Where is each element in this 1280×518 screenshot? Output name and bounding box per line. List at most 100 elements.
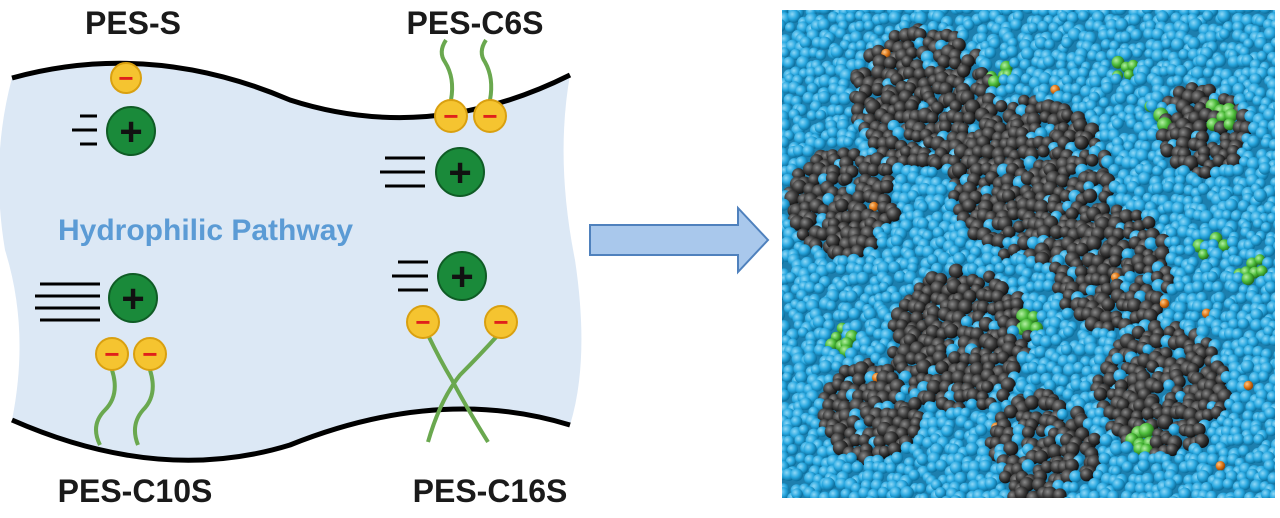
- atom-sphere: [782, 389, 790, 402]
- atom-sphere: [1247, 336, 1259, 348]
- atom-sphere: [1040, 460, 1054, 474]
- motion-lines: [392, 260, 428, 292]
- atom-sphere: [1178, 497, 1184, 498]
- atom-sphere: [1093, 387, 1108, 402]
- atom-sphere: [1172, 75, 1183, 86]
- atom-sphere: [890, 234, 904, 248]
- atom-sphere: [1036, 363, 1049, 375]
- atom-sphere: [782, 351, 791, 364]
- atom-sphere: [1274, 464, 1275, 471]
- atom-sphere: [1079, 497, 1083, 498]
- atom-sphere: [1238, 502, 1250, 514]
- atom-sphere: [1219, 28, 1230, 40]
- atom-sphere: [988, 75, 1002, 89]
- atom-sphere: [1161, 38, 1173, 49]
- atom-sphere: [1027, 22, 1039, 34]
- atom-sphere: [1098, 452, 1111, 465]
- atom-sphere: [1178, 487, 1192, 498]
- atom-sphere: [966, 398, 978, 410]
- atom-sphere: [1065, 207, 1079, 221]
- atom-sphere: [811, 379, 824, 392]
- atom-sphere: [1031, 499, 1042, 510]
- atom-sphere: [1264, 406, 1275, 420]
- atom-sphere: [888, 261, 901, 274]
- atom-sphere: [1173, 301, 1188, 315]
- atom-sphere: [1152, 499, 1163, 510]
- plus-sign: +: [119, 110, 142, 154]
- atom-sphere: [794, 370, 808, 384]
- atom-sphere: [952, 111, 967, 125]
- atom-sphere: [791, 488, 803, 498]
- atom-sphere: [1206, 453, 1220, 467]
- atom-sphere: [1115, 18, 1129, 31]
- atom-sphere: [989, 497, 995, 498]
- atom-sphere: [997, 248, 1011, 261]
- atom-sphere: [893, 100, 908, 115]
- atom-sphere: [1273, 302, 1275, 311]
- atom-sphere: [889, 486, 903, 498]
- chain: [426, 334, 490, 444]
- anion: [473, 99, 507, 133]
- atom-sphere: [1146, 128, 1160, 142]
- atom-sphere: [1227, 246, 1239, 258]
- atom-sphere: [1233, 488, 1247, 498]
- atom-sphere: [1269, 489, 1275, 498]
- atom-sphere: [1034, 345, 1047, 358]
- atom-sphere: [979, 459, 992, 473]
- atom-sphere: [1204, 30, 1219, 44]
- atom-sphere: [1202, 502, 1214, 514]
- atom-sphere: [1263, 108, 1275, 122]
- atom-sphere: [1134, 501, 1145, 512]
- channel-panel: Hydrophilic Pathway − + − −: [0, 5, 582, 509]
- atom-sphere: [922, 390, 937, 405]
- atom-sphere: [1038, 10, 1050, 17]
- atom-sphere: [1151, 182, 1165, 195]
- atom-sphere: [795, 300, 809, 314]
- atom-sphere: [1231, 401, 1245, 416]
- atom-sphere: [813, 282, 825, 294]
- cation: [106, 106, 156, 156]
- atom-sphere: [1118, 209, 1134, 225]
- atom-sphere: [888, 11, 902, 25]
- atom-sphere: [1034, 450, 1048, 464]
- atom-sphere: [1003, 404, 1018, 419]
- atom-sphere: [782, 56, 796, 70]
- atom-sphere: [954, 471, 967, 485]
- atom-sphere: [825, 261, 838, 274]
- atom-sphere: [1061, 307, 1074, 320]
- atom-sphere: [795, 452, 807, 464]
- atom-sphere: [1171, 201, 1185, 216]
- atom-sphere: [1196, 324, 1210, 339]
- atom-sphere: [814, 122, 826, 133]
- atom-sphere: [927, 417, 941, 430]
- atom-sphere: [1276, 267, 1280, 280]
- atom-sphere: [1001, 10, 1014, 16]
- atom-sphere: [1243, 38, 1254, 49]
- atom-sphere: [1073, 118, 1088, 133]
- atom-sphere: [1006, 45, 1019, 58]
- pes-s-group: − +: [72, 62, 156, 156]
- atom-sphere: [928, 200, 941, 213]
- atom-sphere: [1202, 10, 1214, 22]
- atom-sphere: [810, 364, 822, 376]
- atom-sphere: [903, 66, 917, 81]
- atom-sphere: [1184, 244, 1196, 256]
- atom-sphere: [1088, 432, 1101, 446]
- atom-sphere: [1067, 27, 1082, 42]
- atom-sphere: [874, 343, 886, 355]
- atom-sphere: [863, 262, 875, 275]
- atom-sphere: [825, 300, 837, 312]
- atom-sphere: [792, 144, 805, 157]
- atom-sphere: [981, 233, 996, 248]
- atom-sphere: [972, 497, 977, 498]
- atom-sphere: [837, 255, 849, 267]
- atom-sphere: [1034, 36, 1048, 50]
- atom-sphere: [1272, 91, 1275, 102]
- atom-sphere: [1192, 423, 1206, 437]
- atom-sphere: [1210, 498, 1222, 510]
- atom-sphere: [790, 48, 802, 61]
- atom-sphere: [1242, 410, 1255, 422]
- atom-sphere: [913, 28, 927, 42]
- atom-sphere: [999, 470, 1012, 484]
- atom-sphere: [1143, 496, 1151, 498]
